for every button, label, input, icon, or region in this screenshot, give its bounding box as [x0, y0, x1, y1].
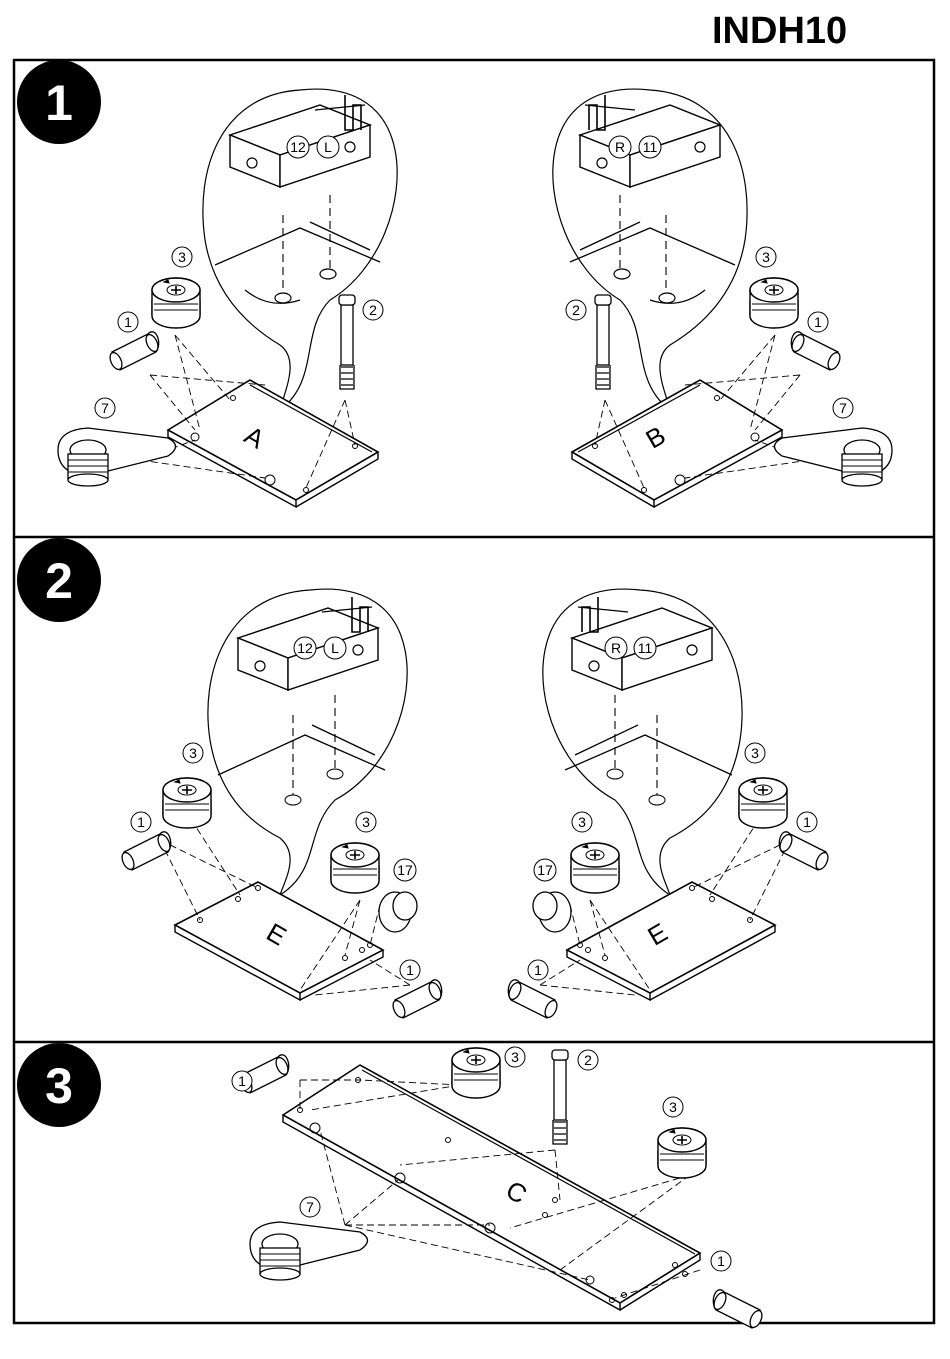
callout: 3	[178, 249, 186, 265]
cam-lock-icon	[152, 278, 200, 328]
dowel-icon	[120, 832, 173, 871]
dowel-icon	[507, 980, 560, 1019]
callout: 2	[369, 302, 377, 318]
callout: 2	[572, 302, 580, 318]
callout: 1	[717, 1253, 725, 1269]
callout: 7	[839, 400, 847, 416]
callout: R	[611, 640, 621, 656]
cam-cover-icon	[58, 428, 176, 486]
callout: 1	[534, 962, 542, 978]
callout: 3	[669, 1099, 677, 1115]
cam-cover-icon	[775, 428, 893, 486]
callout: 17	[537, 862, 553, 878]
step-1-number: 1	[45, 75, 73, 131]
callout: 3	[362, 814, 370, 830]
callout: 1	[124, 314, 132, 330]
step1-right-assembly	[553, 89, 892, 507]
callout: 1	[137, 814, 145, 830]
connector-icon	[533, 892, 571, 932]
callout: 7	[306, 1199, 314, 1215]
step2-right-assembly	[507, 589, 831, 1019]
callout: L	[331, 640, 339, 656]
cam-lock-icon	[750, 278, 798, 328]
cam-lock-icon	[452, 1048, 500, 1098]
callout: 1	[406, 962, 414, 978]
connector-icon	[379, 892, 417, 932]
step-2-number: 2	[45, 553, 73, 609]
callout: L	[324, 139, 332, 155]
cam-bolt-icon	[595, 295, 611, 389]
step-2-badge: 2	[17, 538, 101, 622]
callout: 3	[189, 745, 197, 761]
callout: 12	[297, 640, 313, 656]
cam-lock-icon	[571, 843, 619, 893]
callout: 11	[638, 640, 653, 656]
cam-bolt-icon	[552, 1050, 568, 1144]
dowel-icon	[778, 832, 831, 871]
cam-lock-icon	[739, 778, 787, 828]
cam-lock-icon	[163, 778, 211, 828]
callout: 3	[751, 745, 759, 761]
callout: 11	[643, 139, 658, 155]
callout: 3	[762, 249, 770, 265]
callout: 2	[584, 1052, 592, 1068]
cam-bolt-icon	[339, 295, 355, 389]
callout: 3	[578, 814, 586, 830]
step1-left-assembly	[58, 89, 397, 507]
callout: R	[615, 139, 625, 155]
callout: 1	[238, 1073, 246, 1089]
callout: 12	[290, 139, 306, 155]
callout: 1	[814, 314, 822, 330]
step3-assembly	[238, 1048, 765, 1329]
cam-cover-icon	[250, 1222, 368, 1280]
callout: 17	[397, 862, 413, 878]
dowel-icon	[108, 332, 161, 371]
dowel-icon	[790, 332, 843, 371]
step-3-number: 3	[45, 1058, 73, 1114]
step-3-badge: 3	[17, 1043, 101, 1127]
step2-left-assembly	[120, 589, 444, 1019]
dowel-icon	[391, 980, 444, 1019]
callout: 7	[101, 400, 109, 416]
callout: 3	[511, 1049, 519, 1065]
cam-lock-icon	[331, 843, 379, 893]
cam-lock-icon	[658, 1128, 706, 1178]
callout: 1	[803, 814, 811, 830]
step-1-badge: 1	[17, 60, 101, 144]
